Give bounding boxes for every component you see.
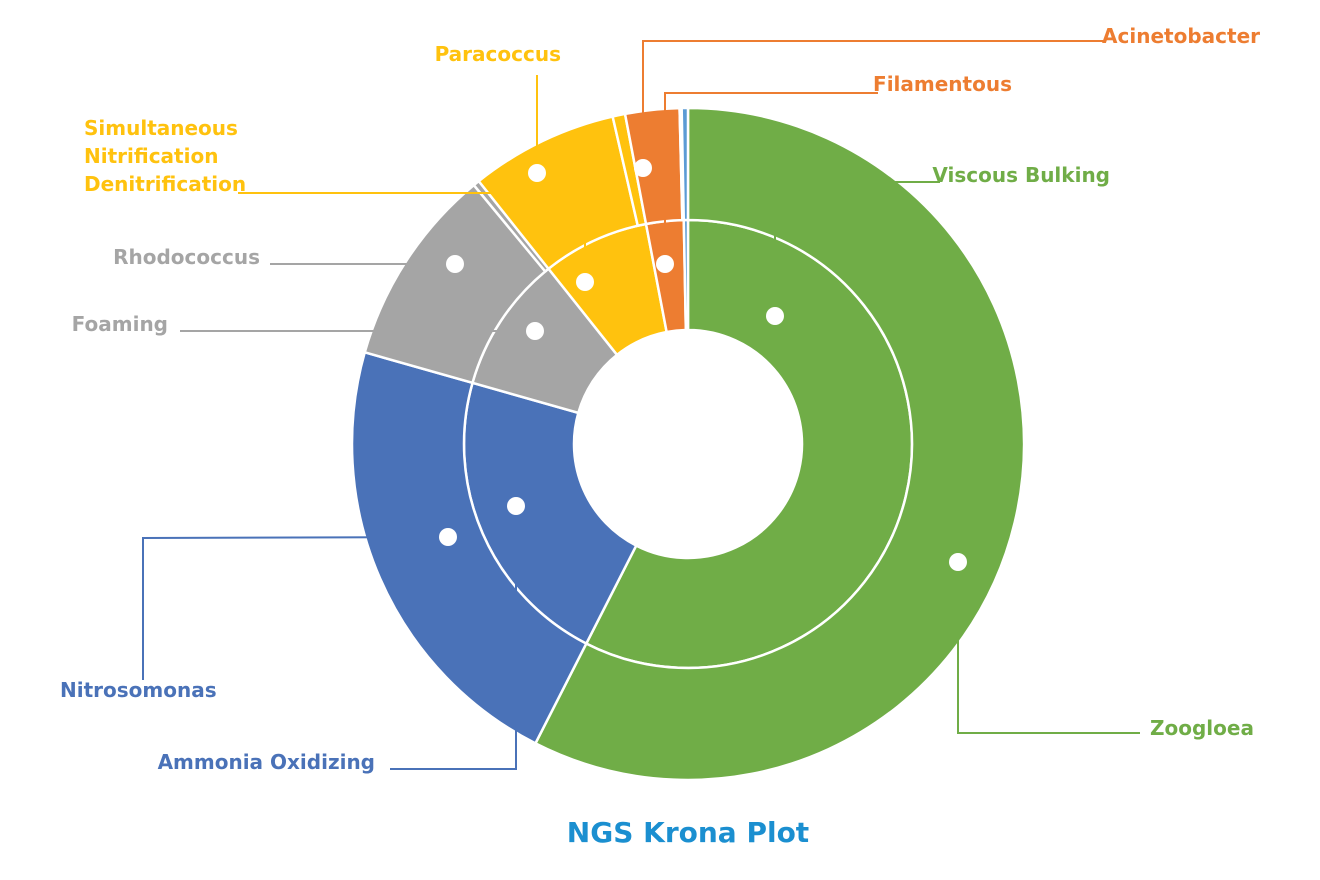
- segment-label-3: Nitrosomonas: [60, 678, 217, 702]
- leader-dot-6: [576, 273, 594, 291]
- segment-label-8: Filamentous: [873, 72, 1012, 96]
- leader-line-0: [774, 181, 940, 316]
- segment-label-1: Zoogloea: [1150, 716, 1254, 740]
- segment-label-7: Paracoccus: [435, 42, 561, 66]
- inner-segment-5: [682, 218, 690, 332]
- label-leaders: [142, 40, 1140, 770]
- segment-label-9: Acinetobacter: [1102, 24, 1260, 48]
- leader-line-9: [642, 40, 1105, 168]
- leader-dot-5: [446, 255, 464, 273]
- leader-line-1: [957, 562, 1140, 734]
- leader-dot-3: [439, 528, 457, 546]
- leader-dot-9: [634, 159, 652, 177]
- outer-segment-0: [533, 106, 1026, 782]
- leader-dot-0: [766, 307, 784, 325]
- leader-line-3: [142, 536, 449, 680]
- leader-dot-8: [656, 255, 674, 273]
- leader-line-6: [238, 192, 586, 282]
- leader-dot-2: [507, 497, 525, 515]
- leader-dot-1: [949, 553, 967, 571]
- segment-label-4: Foaming: [72, 312, 168, 336]
- outer-segment-8: [680, 106, 690, 222]
- leader-line-8: [664, 92, 878, 264]
- segment-label-0: Viscous Bulking: [932, 163, 1110, 187]
- outer-segment-1: [350, 350, 588, 746]
- segment-label-5: Rhodococcus: [113, 245, 260, 269]
- segment-label-2: Ammonia Oxidizing: [158, 750, 375, 774]
- leader-dot-7: [528, 164, 546, 182]
- leader-dot-4: [526, 322, 544, 340]
- sunburst-rings: [350, 106, 1026, 782]
- leader-line-2: [390, 506, 517, 770]
- chart-title: NGS Krona Plot: [567, 816, 809, 849]
